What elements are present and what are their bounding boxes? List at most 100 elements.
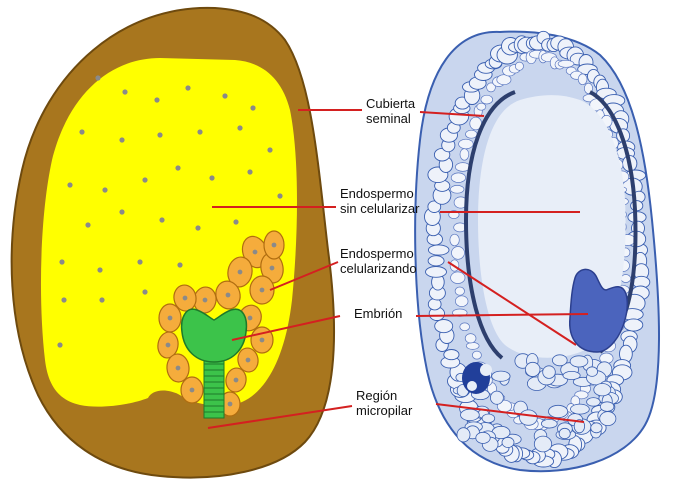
micropylar-cell [525, 362, 540, 376]
dark-cell-lumen [480, 364, 492, 376]
micropylar-cell [482, 414, 495, 423]
micropylar-cell [541, 419, 557, 428]
cellularizing-cell [181, 377, 203, 403]
free-nucleus [177, 262, 182, 267]
label-embrion: Embrión [354, 306, 402, 321]
micropylar-cell [587, 367, 598, 377]
micropylar-cell [543, 366, 556, 379]
free-nucleus [267, 147, 272, 152]
free-nucleus [154, 97, 159, 102]
micropylar-cell [502, 437, 514, 447]
cell-nucleus [260, 338, 265, 343]
free-nucleus [247, 169, 252, 174]
micrograph-cell [450, 185, 464, 193]
micrograph-cell [435, 320, 453, 333]
free-nucleus [61, 297, 66, 302]
micropylar-cell [549, 405, 568, 417]
free-nucleus [277, 193, 282, 198]
cell-nucleus [228, 402, 233, 407]
micropylar-cell [571, 404, 590, 414]
cell-nucleus [260, 288, 265, 293]
cellularizing-cell [159, 304, 181, 332]
free-nucleus [159, 217, 164, 222]
micropylar-cell [476, 432, 490, 443]
free-nucleus [142, 289, 147, 294]
free-nucleus [57, 342, 62, 347]
micropylar-cell [594, 384, 611, 396]
cell-nucleus [168, 316, 173, 321]
micropylar-cell [563, 371, 580, 379]
micrograph-cell [558, 60, 574, 67]
micrograph-cell [444, 350, 459, 360]
micropylar-cell [591, 423, 602, 433]
free-nucleus [142, 177, 147, 182]
micropylar-cell [492, 371, 510, 381]
micrograph-cell [428, 245, 449, 255]
micropylar-cell [457, 428, 470, 442]
dark-cell-lumen [467, 381, 477, 391]
micrograph-cell [578, 74, 587, 85]
micropylar-cell [461, 409, 480, 420]
micrograph-cell [465, 334, 476, 343]
micropylar-cell [600, 402, 614, 412]
free-nucleus [119, 137, 124, 142]
schematic-seed [12, 8, 334, 478]
cellularizing-cell [264, 231, 284, 259]
micrograph-cell [621, 275, 631, 283]
micrograph-cell [472, 351, 481, 359]
free-nucleus [175, 165, 180, 170]
micrograph-cell [455, 287, 464, 295]
micrograph-cell [451, 173, 465, 183]
micrograph-cell [459, 139, 474, 149]
micrograph-cell [466, 342, 479, 349]
micropylar-cell [552, 355, 567, 366]
micrograph-cell [460, 323, 470, 331]
label-region-micropilar: Regiónmicropilar [356, 388, 412, 418]
free-nucleus [209, 175, 214, 180]
micropylar-cell [520, 410, 538, 425]
micropylar-cell [559, 428, 570, 438]
micropylar-cell [534, 436, 551, 452]
free-nucleus [237, 125, 242, 130]
micrograph-cell [515, 62, 523, 70]
free-nucleus [99, 297, 104, 302]
free-nucleus [122, 89, 127, 94]
micrograph-cell [450, 234, 459, 246]
free-nucleus [119, 209, 124, 214]
free-nucleus [79, 129, 84, 134]
micrograph-cell [452, 247, 465, 260]
free-nucleus [137, 259, 142, 264]
free-nucleus [250, 105, 255, 110]
micropylar-cell [600, 412, 616, 426]
micrograph-cell [426, 267, 447, 278]
free-nucleus [195, 225, 200, 230]
free-nucleus [157, 132, 162, 137]
cell-nucleus [272, 243, 277, 248]
micropylar-cell [587, 398, 601, 407]
cell-nucleus [190, 388, 195, 393]
micrograph-cell [481, 95, 493, 104]
free-nucleus [185, 85, 190, 90]
free-nucleus [59, 259, 64, 264]
micrograph-cell [451, 272, 465, 284]
free-nucleus [97, 267, 102, 272]
micrograph-cell [477, 103, 486, 110]
micrograph-cell [624, 319, 643, 331]
micropylar-cell [490, 391, 503, 404]
free-nucleus [102, 187, 107, 192]
micrograph-cell [455, 296, 468, 307]
free-nucleus [197, 129, 202, 134]
free-nucleus [67, 182, 72, 187]
micropylar-cell [570, 356, 588, 367]
free-nucleus [222, 93, 227, 98]
free-nucleus [233, 219, 238, 224]
micrograph-cell [466, 130, 478, 138]
free-nucleus [95, 75, 100, 80]
micrograph-cell [428, 256, 444, 266]
free-nucleus [85, 222, 90, 227]
